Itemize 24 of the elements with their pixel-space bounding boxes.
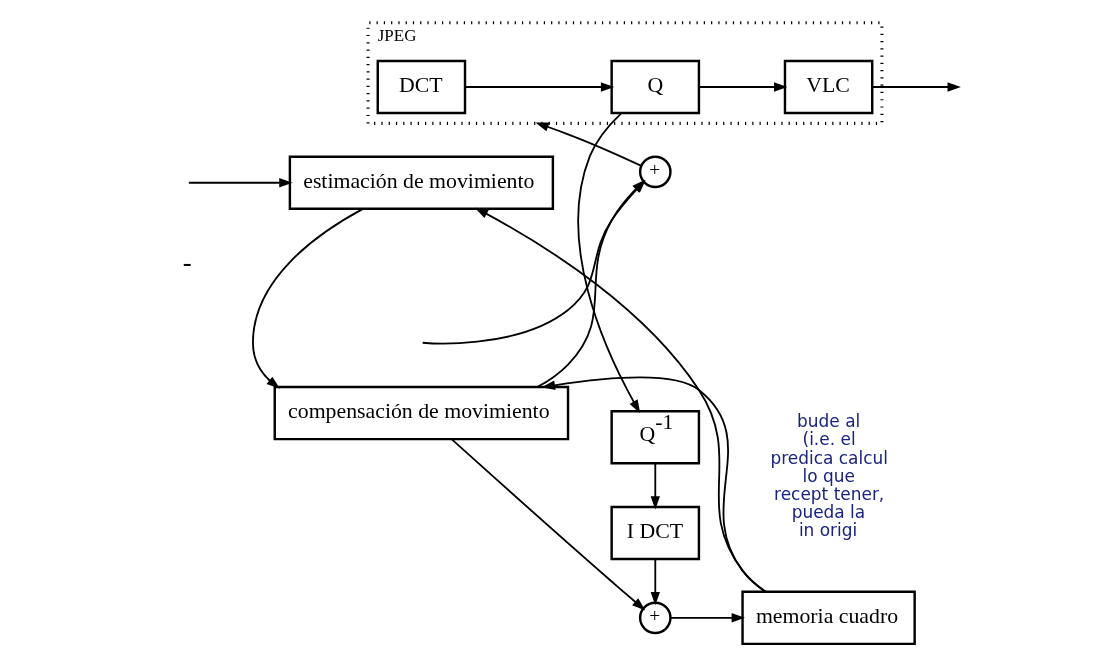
arrow [697,82,787,92]
node-box: Q [609,59,700,115]
label: bude al (i.e. el predica calcul lo que recept tener, pueda la in origi [769,411,888,541]
arrow [576,112,640,414]
node-box: I DCT [609,505,700,561]
node-circle: + [638,155,672,189]
node-box: DCT [376,59,466,115]
arrow [650,462,660,510]
arrow [650,558,660,606]
node-box: memoria cuadro [740,590,916,646]
node-box: compensación de movimiento [273,385,569,441]
node-circle: + [638,601,672,635]
node-box: VLC [783,59,873,115]
arrow [870,82,961,92]
arrow [541,376,766,593]
arrow [474,207,766,593]
arrow [251,207,364,389]
arrow [187,178,293,188]
arrow [463,82,614,92]
arrow [534,122,642,167]
label: - [182,246,192,277]
arrow [450,438,645,611]
arrow [669,613,745,623]
node-box: estimación de movimiento [288,155,554,211]
